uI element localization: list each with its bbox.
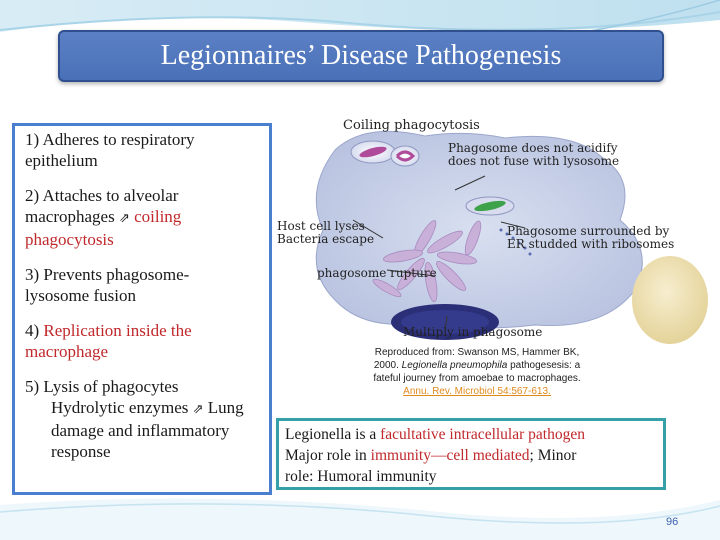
ribosome-dots [499,228,532,256]
label-surrounded: Phagosome surrounded by [507,224,670,238]
step-5-detail: Hydrolytic enzymes ⇗ Lung damage and inf… [25,397,271,462]
pathogenesis-diagram: Coiling phagocytosis Phagosome does not … [277,118,708,344]
arrow-icon: ⇗ [192,402,204,417]
summary-line-2: Major role in immunity—cell mediated; Mi… [285,445,663,466]
step-2-highlight: coiling phagocytosis [25,207,182,249]
step-2-text: 2) Attaches to alveolar macrophages [25,186,179,226]
title-bar: Legionnaires’ Disease Pathogenesis [58,30,664,82]
arrow-icon: ⇗ [118,211,130,226]
step-4: 4) Replication inside the macrophage [25,320,263,362]
citation-text: Reproduced from: Swanson MS, Hammer BK, … [373,347,580,371]
replicating-bacteria [372,220,482,303]
summary-line-2-text: Major role in [285,447,367,464]
label-no-fuse: does not fuse with lysosome [448,154,619,168]
label-host-lyses: Host cell lyses [277,219,365,233]
slide-title: Legionnaires’ Disease Pathogenesis [160,40,562,71]
summary-line-2-highlight: immunity—cell mediated [370,447,530,464]
label-rupture: phagosome rupture [317,266,437,280]
citation-title: pathogesesis: a fateful journey from amo… [373,360,581,384]
label-multiply: Multiply in phagosome [403,325,542,339]
label-no-acidify: Phagosome does not acidify [448,141,618,155]
step-5-detail-result: Lung damage and inflammatory response [51,398,244,461]
citation-link[interactable]: Annu. Rev. Microbiol 54:567-613. [403,386,551,397]
step-5: 5) Lysis of phagocytes [25,377,179,396]
step-3: 3) Prevents phagosome-lysosome fusion [25,265,190,305]
step-5-detail-text: Hydrolytic enzymes [51,398,189,417]
label-bacteria-escape: Bacteria escape [277,232,374,246]
summary-line-1-highlight: facultative intracellular pathogen [380,426,585,443]
summary-line-1: Legionella is a facultative intracellula… [285,424,663,445]
step-4-highlight: Replication inside the macrophage [25,321,192,361]
step-2: 2) Attaches to alveolar macrophages ⇗ co… [25,185,235,250]
pathogenesis-steps-panel: 1) Adheres to respiratory epithelium 2) … [12,123,272,495]
label-coiling: Coiling phagocytosis [343,118,480,133]
summary-panel: Legionella is a facultative intracellula… [276,418,666,490]
nucleus [632,256,708,344]
summary-line-2-tail: ; Minor [529,447,577,464]
page-number: 96 [666,516,679,528]
image-citation: Reproduced from: Swanson MS, Hammer BK, … [364,346,590,398]
step-1: 1) Adheres to respiratory epithelium [25,130,195,170]
label-er-ribosomes: ER studded with ribosomes [507,237,674,251]
step-4-number: 4) [25,321,40,340]
summary-line-1-text: Legionella is a [285,426,377,443]
citation-species: Legionella pneumophila [401,360,508,371]
summary-line-3: role: Humoral immunity [285,468,437,485]
phagosome-top-2 [390,145,420,167]
